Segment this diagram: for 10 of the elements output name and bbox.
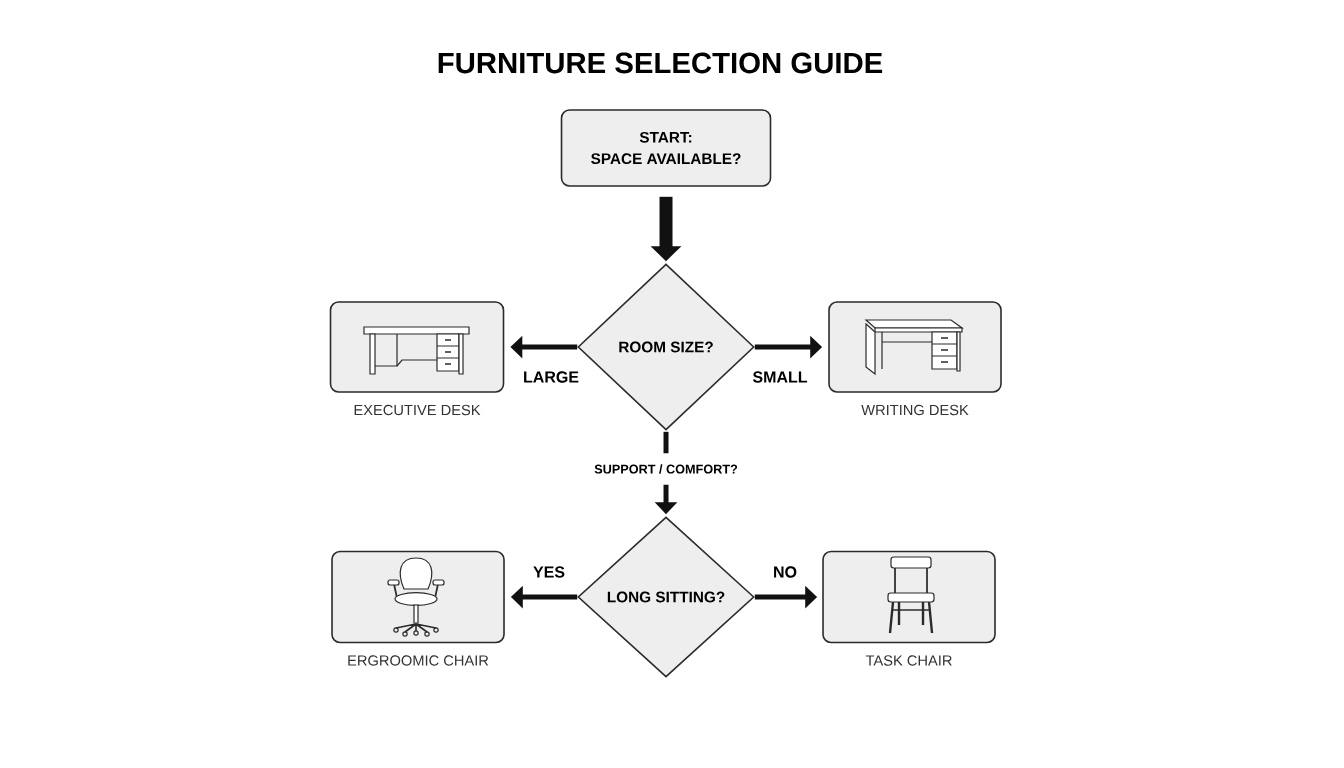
node-label: EXECUTIVE DESK xyxy=(354,404,481,416)
edge-label: SUPPORT / COMFORT? xyxy=(591,453,741,485)
title: FURNITURE SELECTION GUIDE xyxy=(438,52,883,74)
edge-label: YES xyxy=(530,564,568,580)
edge-label: NO xyxy=(770,564,800,580)
node-label: TASK CHAIR xyxy=(865,655,952,666)
start-box: START: SPACE AVAILABLE? xyxy=(560,109,772,187)
node-label: WRITING DESK xyxy=(861,404,969,416)
picture-box xyxy=(822,550,996,644)
node-label: ERGROOMIC CHAIR xyxy=(348,655,489,666)
